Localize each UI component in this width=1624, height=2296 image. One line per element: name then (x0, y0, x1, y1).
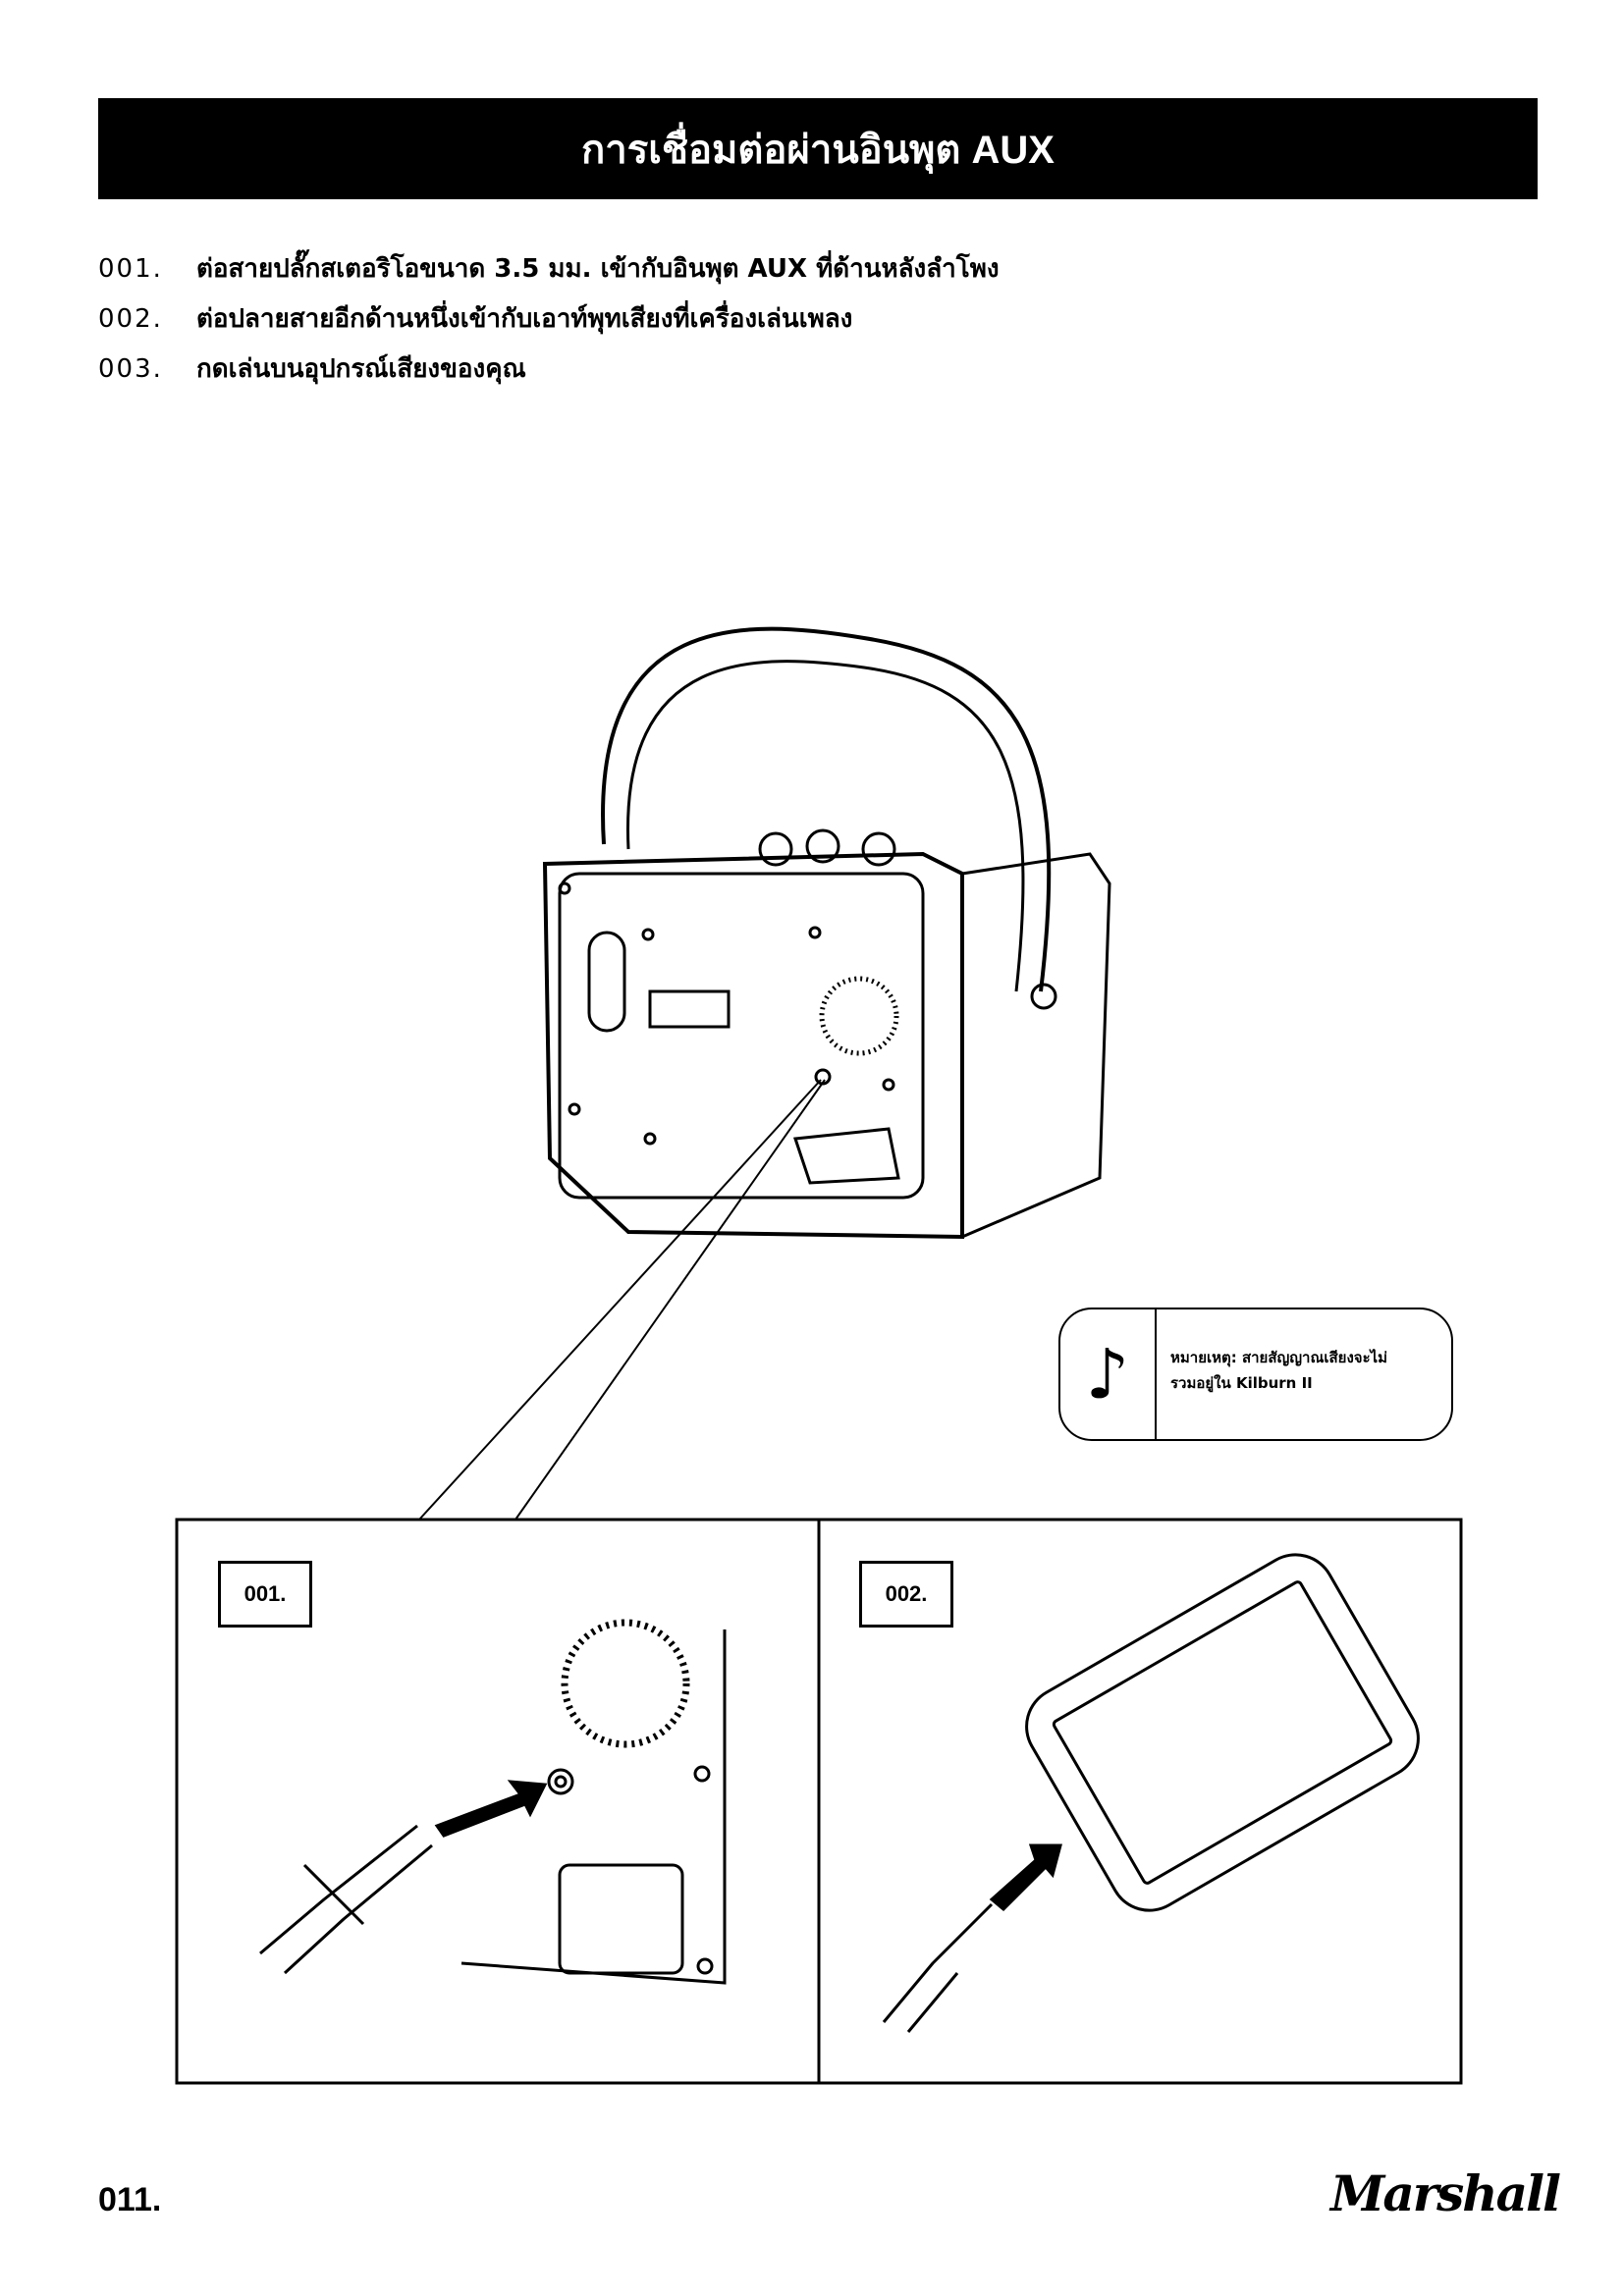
step-number: 003. (98, 353, 163, 384)
note-line-2: รวมอยู่ใน Kilburn II (1170, 1374, 1313, 1392)
note-line-1: หมายเหตุ: สายสัญญาณเสียงจะไม่ (1170, 1349, 1388, 1366)
section-header: การเชื่อมต่อผ่านอินพุต AUX (98, 98, 1538, 199)
step-text: ต่อสายปลั๊กสเตอริโอขนาด 3.5 มม. เข้ากับอ… (196, 254, 1000, 284)
step-number: 001. (98, 253, 163, 284)
panel-label-001: 001. (218, 1561, 312, 1628)
step-item: 002. ต่อปลายสายอีกด้านหนึ่งเข้ากับเอาท์พุ… (98, 294, 1000, 344)
step-text: ต่อปลายสายอีกด้านหนึ่งเข้ากับเอาท์พุทเสี… (196, 304, 853, 334)
page-title: การเชื่อมต่อผ่านอินพุต AUX (581, 128, 1055, 172)
note-box: ♪ หมายเหตุ: สายสัญญาณเสียงจะไม่ รวมอยู่ใ… (1058, 1308, 1453, 1441)
music-note-icon: ♪ (1060, 1309, 1157, 1439)
brand-logo: Marshall (1330, 2164, 1561, 2222)
step-item: 001. ต่อสายปลั๊กสเตอริโอขนาด 3.5 มม. เข้า… (98, 243, 1000, 294)
step-text: กดเล่นบนอุปกรณ์เสียงของคุณ (196, 354, 526, 384)
step-number: 002. (98, 303, 163, 334)
step-item: 003. กดเล่นบนอุปกรณ์เสียงของคุณ (98, 344, 1000, 394)
panel-label-002: 002. (859, 1561, 953, 1628)
instruction-steps: 001. ต่อสายปลั๊กสเตอริโอขนาด 3.5 มม. เข้า… (98, 243, 1000, 394)
page-number: 011. (98, 2181, 162, 2218)
